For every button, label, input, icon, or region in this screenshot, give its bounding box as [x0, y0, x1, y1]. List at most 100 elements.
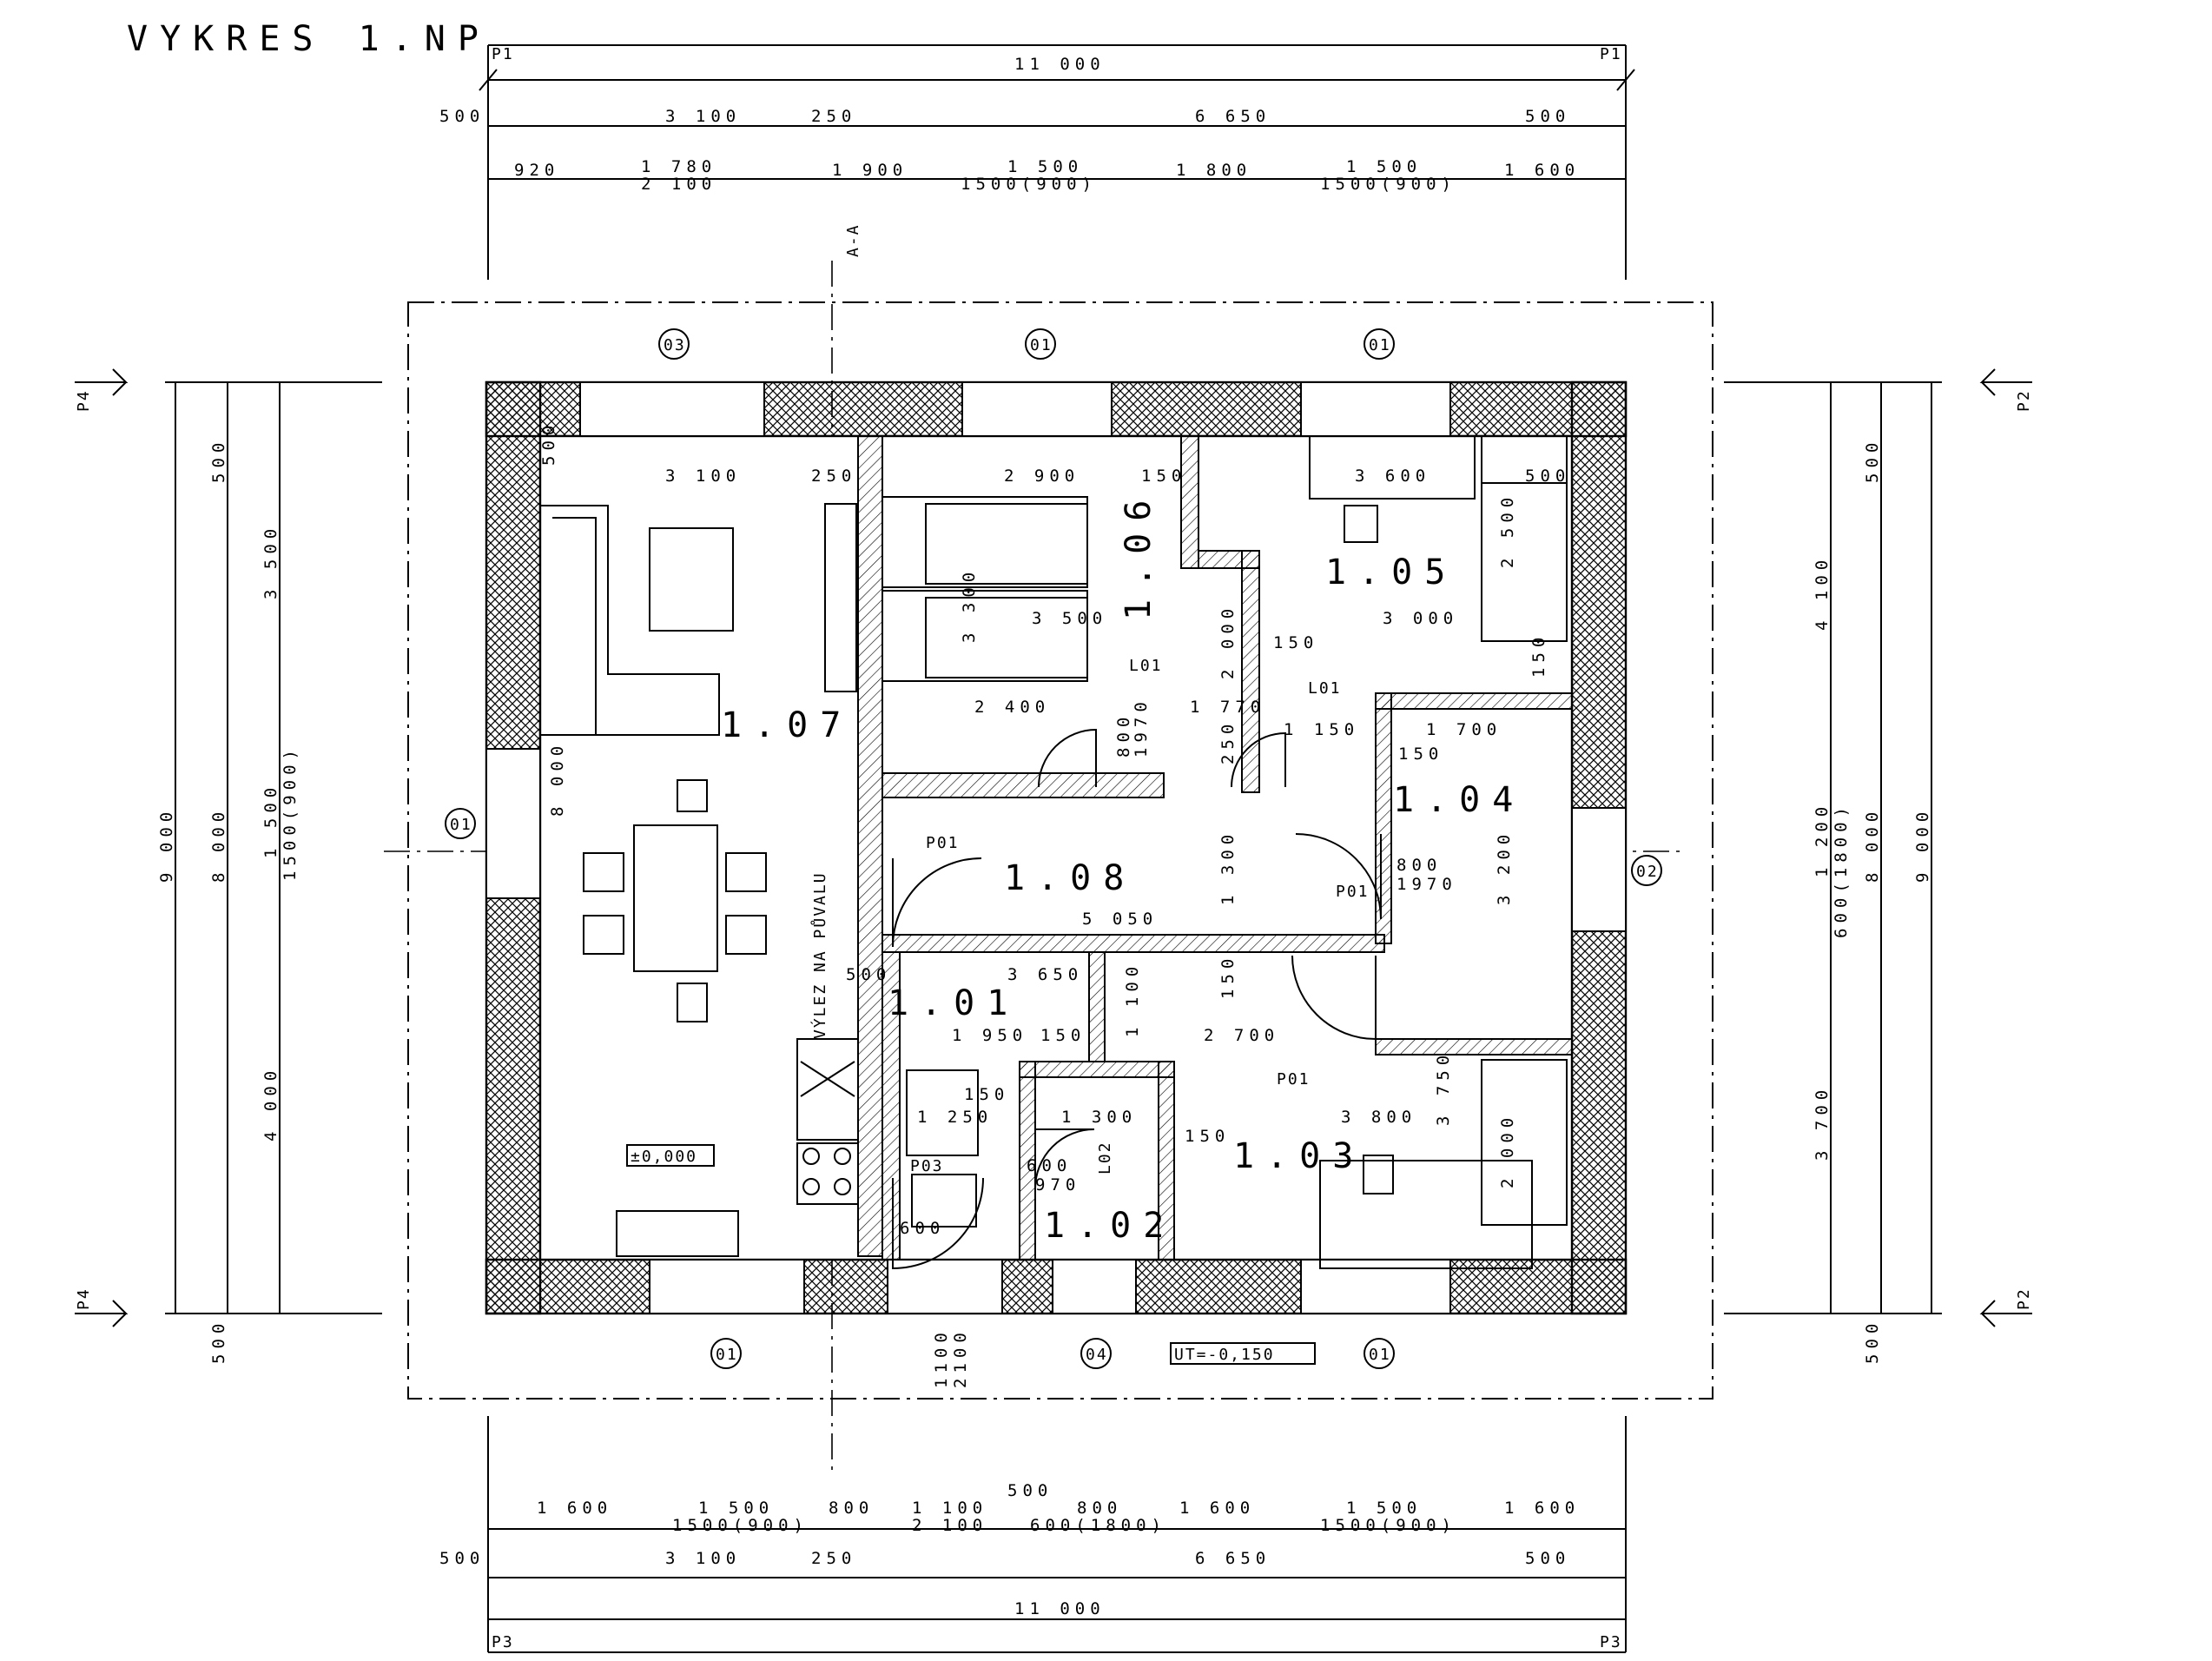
dim: 1 600: [1179, 1499, 1255, 1518]
dim: 500: [1525, 467, 1570, 486]
dim: 3 500: [1032, 609, 1107, 628]
window-tag: 03: [664, 336, 686, 354]
dim: 500: [209, 438, 228, 483]
dim: 3 750: [1434, 1050, 1453, 1126]
room-label: 1.03: [1233, 1136, 1365, 1176]
section-mark-text: P1 P1 P3 P3 P4 P4 P2 P2 A-A: [75, 45, 2033, 1651]
dim: 1 950: [952, 1026, 1027, 1045]
dim: 3 800: [1341, 1108, 1416, 1127]
dim: 1 100: [912, 1499, 987, 1518]
door-tag-text: L01 L01 P01 P01 P01 P03 L02: [910, 657, 1370, 1175]
dim: 500: [1525, 107, 1570, 126]
hatch-access-label: VÝLEZ NA PŮVALU: [810, 871, 829, 1039]
room-label: 1.01: [888, 983, 1020, 1023]
dim: 500: [439, 1549, 485, 1568]
window-tag-text: 03 01 01 01 02 01 04 01: [450, 336, 1659, 1364]
bottom-dimension-text: 1 600 1 500 1500(900) 800 500 1 100 2 10…: [439, 1481, 1580, 1618]
dim: 2 500: [1498, 493, 1517, 568]
dim: 500: [1525, 1549, 1570, 1568]
dim: 150: [1218, 954, 1238, 999]
dim: 150: [1141, 467, 1186, 486]
dim: 6 650: [1195, 107, 1271, 126]
dim: 600(1800): [1832, 802, 1851, 938]
dim: 3 200: [1495, 830, 1514, 905]
dim: 800: [1397, 856, 1442, 875]
dim: 500: [1863, 438, 1882, 483]
dim: 2 400: [974, 698, 1050, 717]
dim: 1970: [1132, 697, 1151, 758]
dim: 1 200: [1813, 802, 1832, 877]
door-tag: L01: [1308, 679, 1342, 698]
interior-dimension-text: 3 100 250 500 2 900 150 3 600 500 3 500 …: [539, 420, 1570, 1388]
dim: 2 100: [641, 175, 716, 194]
drawing-title: VYKRES 1.NP: [127, 19, 491, 59]
misc-labels: VÝLEZ NA PŮVALU ±0,000 UT=-0,150: [626, 871, 1316, 1365]
dim: 500: [1007, 1481, 1053, 1500]
dim: 150: [964, 1085, 1009, 1104]
room-label: 1.08: [1004, 858, 1136, 898]
dim: 3 000: [1383, 609, 1458, 628]
dim: 1 500: [698, 1499, 774, 1518]
dim: 1 900: [832, 161, 908, 180]
dim: 800: [1114, 712, 1133, 758]
dim: 970: [1035, 1175, 1080, 1194]
dim: 6 650: [1195, 1549, 1271, 1568]
section-arrows: [75, 368, 2032, 1327]
window-tag: 02: [1636, 863, 1659, 881]
dim: 500: [209, 1319, 228, 1364]
dim: 1 500: [1346, 157, 1422, 176]
section-label: P3: [1600, 1633, 1622, 1651]
dim: 3 100: [665, 107, 741, 126]
dim: 1 500: [261, 783, 281, 858]
dim: 3 650: [1007, 965, 1083, 984]
dim: 150: [1529, 632, 1548, 678]
window-tag: 01: [1369, 1346, 1391, 1364]
dim: 150: [1273, 633, 1318, 652]
dim: 500: [539, 420, 558, 466]
dim: 3 100: [665, 1549, 741, 1568]
dim: 1 770: [1190, 698, 1265, 717]
dim: 1 700: [1426, 720, 1502, 739]
dim: 3 300: [960, 567, 979, 643]
dim: 600: [1027, 1156, 1072, 1175]
dim: 3 500: [261, 524, 281, 599]
dim: 1 500: [1007, 157, 1083, 176]
dim: 8 000: [548, 741, 567, 817]
door-tag: L02: [1096, 1141, 1114, 1175]
room-labels: 1.07 1.06 1.05 1.04 1.08 1.01 1.02 1.03: [721, 488, 1525, 1246]
door-tag: P01: [1336, 883, 1370, 901]
dim: 1 800: [1176, 161, 1251, 180]
section-label: P2: [2015, 1287, 2033, 1310]
window-tag: 01: [450, 816, 472, 834]
room-label: 1.04: [1393, 780, 1525, 820]
dim: 2100: [951, 1327, 970, 1388]
ground-level-label: UT=-0,150: [1174, 1346, 1275, 1364]
dim: 8 000: [1863, 807, 1882, 883]
interior-walls: [857, 435, 1573, 1261]
section-label: A-A: [844, 223, 862, 257]
window-tag: 01: [1030, 336, 1053, 354]
section-label: P4: [75, 389, 93, 412]
room-label: 1.02: [1044, 1206, 1176, 1246]
dim: 8 000: [209, 807, 228, 883]
dim: 9 000: [157, 807, 176, 883]
dim: 1500(900): [1320, 1516, 1456, 1535]
right-dimensions: [1724, 381, 1942, 1314]
dim: 2 900: [1004, 467, 1080, 486]
dim: 800: [829, 1499, 874, 1518]
window-openings: [485, 381, 1627, 1314]
dim: 1 500: [1346, 1499, 1422, 1518]
dim: 1 250: [917, 1108, 993, 1127]
dim: 500: [846, 965, 891, 984]
site-boundary: [407, 301, 1713, 1400]
section-label: P2: [2015, 389, 2033, 412]
dim: 4 000: [261, 1066, 281, 1142]
dim: 5 050: [1082, 910, 1158, 929]
dim: 1500(900): [281, 744, 300, 881]
dim: 1 600: [1504, 1499, 1580, 1518]
dim: 150: [1398, 744, 1443, 764]
dim: 1 150: [1284, 720, 1359, 739]
dim: 1500(900): [961, 175, 1097, 194]
side-dimension-text: 500 3 500 1 500 1500(900) 4 000 9 000 8 …: [157, 438, 1932, 1364]
